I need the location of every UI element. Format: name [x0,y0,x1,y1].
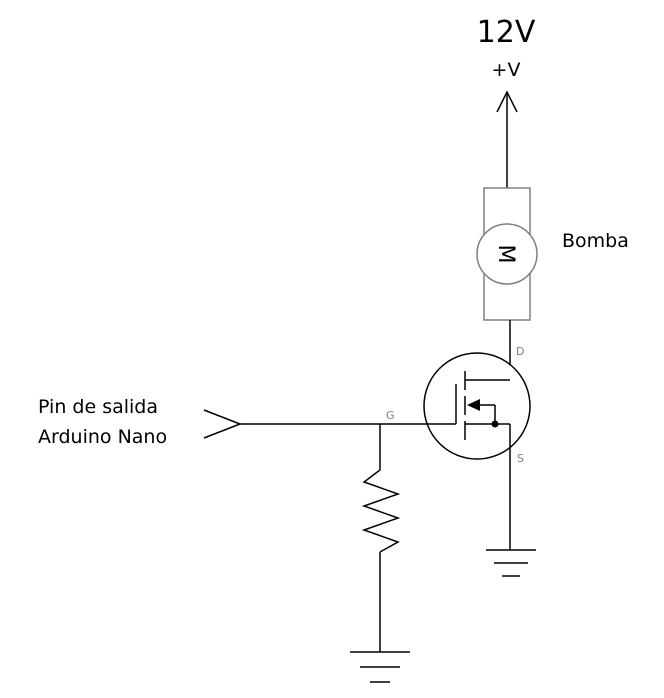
drain-pin-label: D [516,345,524,358]
motor-m-glyph: M [493,245,518,264]
gate-pin-label: G [386,409,395,422]
supply-arrow-icon [496,90,518,188]
ground-icon [486,549,536,577]
input-label-line2: Arduino Nano [38,426,167,448]
motor-symbol: M [476,187,538,321]
supply-rail-label: +V [492,59,521,81]
ground-icon [350,651,410,683]
input-label-line1: Pin de salida [38,396,158,418]
input-connector-icon [203,409,243,439]
mosfet-symbol [423,352,531,460]
pulldown-resistor-symbol [361,469,401,553]
source-pin-label: S [517,452,524,465]
supply-voltage-label: 12V [477,15,536,50]
load-label: Bomba [562,230,629,252]
